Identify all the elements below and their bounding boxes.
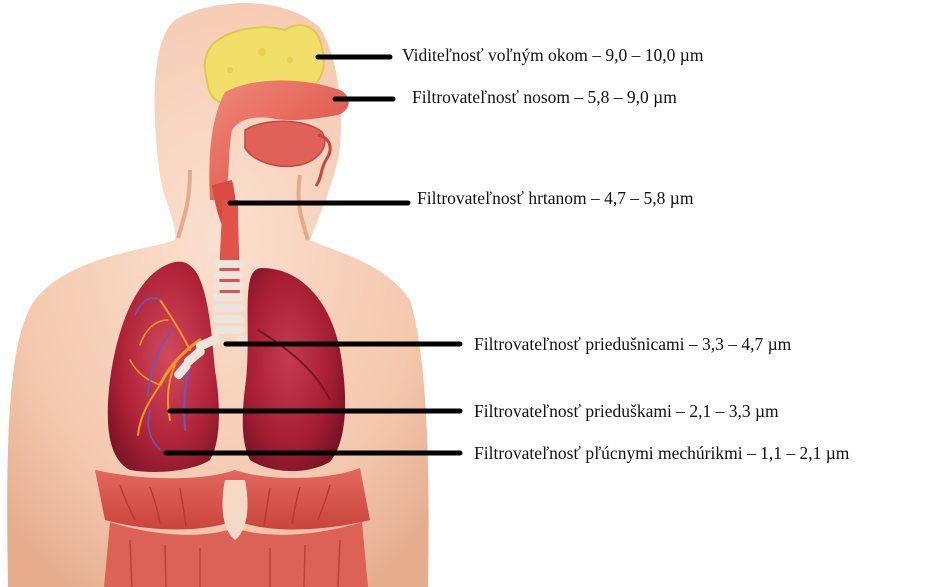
sinus-dot: [227, 67, 233, 73]
trachea-rings: [214, 260, 244, 334]
label-bronchi: Filtrovateľnosť prieduškami – 2,1 – 3,3 …: [474, 401, 779, 421]
label-visibility: Viditeľnosť voľným okom – 9,0 – 10,0 µm: [402, 45, 704, 65]
sinus-dot: [287, 57, 293, 63]
label-nose: Filtrovateľnosť nosom – 5,8 – 9,0 µm: [412, 87, 677, 107]
tongue: [245, 121, 325, 166]
sinus-dot: [258, 48, 266, 56]
label-larynx: Filtrovateľnosť hrtanom – 4,7 – 5,8 µm: [417, 188, 693, 208]
label-alveoli: Filtrovateľnosť pľúcnymi mechúrikmi – 1,…: [474, 443, 849, 463]
label-trachea: Filtrovateľnosť priedušnicami – 3,3 – 4,…: [474, 334, 791, 354]
